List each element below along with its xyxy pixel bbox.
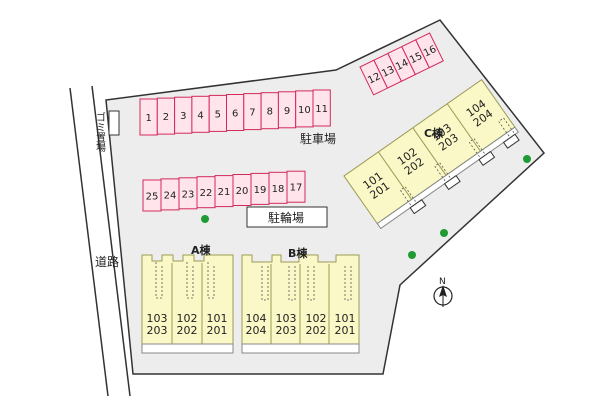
unit-number: 101 <box>335 312 356 325</box>
parking-spot-number: 21 <box>218 187 231 198</box>
building-c-label: C棟 <box>424 126 444 140</box>
parking-spot-number: 8 <box>267 107 273 118</box>
stair-outline <box>434 162 451 182</box>
north-arrow-icon: N <box>433 277 453 307</box>
parking-spot-number: 4 <box>197 110 203 121</box>
parking-spot-number: 3 <box>180 111 186 122</box>
parking-spot-number: 20 <box>236 186 249 197</box>
parking-spot-number: 19 <box>254 185 267 196</box>
garbage-label: ゴミ置場 <box>94 111 106 153</box>
stair-outline <box>344 266 352 301</box>
stair-outline <box>155 262 163 299</box>
parking-spot-number: 11 <box>315 104 328 115</box>
bicycle-parking-label: 駐輪場 <box>268 210 304 225</box>
parking-spot-number: 12 <box>366 71 382 86</box>
unit-number: 203 <box>276 324 297 337</box>
building-c-divider <box>377 151 413 200</box>
stair-outline <box>261 266 269 301</box>
building-c-entrance <box>478 150 496 167</box>
parking-spot-number: 5 <box>215 109 221 120</box>
building-c-entrance <box>502 133 520 149</box>
stair-outline <box>307 266 315 301</box>
parking-spot-number: 1 <box>145 113 151 124</box>
stair-outline <box>468 138 485 158</box>
parking-spot-number: 25 <box>146 192 159 203</box>
parking-spot-number: 22 <box>200 188 213 199</box>
stair-outline <box>498 117 515 137</box>
parking-spot <box>286 170 306 203</box>
unit-number: 203 <box>147 324 168 337</box>
unit-number: 103 <box>276 312 297 325</box>
parking-spot-number: 16 <box>422 44 438 59</box>
parking-spot-number: 24 <box>164 190 177 201</box>
svg-text:ゴミ置場: ゴミ置場 <box>94 111 106 153</box>
unit-number: 202 <box>306 324 327 337</box>
road-line-right <box>91 85 131 397</box>
stair-outline <box>186 262 194 299</box>
unit-number: 104 <box>246 312 267 325</box>
parking-spot-number: 9 <box>284 106 290 117</box>
parking-spot-number: 18 <box>272 184 285 195</box>
parking-spot-number: 14 <box>394 58 410 73</box>
parking-spot-number: 6 <box>232 109 238 120</box>
building-a-outline <box>141 254 234 345</box>
building-b-base <box>241 343 360 354</box>
north-label: N <box>439 277 446 287</box>
unit-number: 102 <box>306 312 327 325</box>
stair-outline <box>399 186 416 206</box>
unit-number: 201 <box>207 324 228 337</box>
road-label: 道路 <box>95 254 119 269</box>
parking-spot <box>415 32 444 69</box>
parking-spot-number: 13 <box>380 64 396 79</box>
building-b-label: B棟 <box>288 246 308 260</box>
bicycle-parking-box <box>246 206 328 228</box>
parking-spot-number: 23 <box>182 189 195 200</box>
parking-label: 駐車場 <box>300 131 336 146</box>
tree <box>440 229 448 237</box>
unit-number: 201 <box>335 324 356 337</box>
parking-spot-number: 15 <box>408 51 424 66</box>
parking-row-lower: 25 24 23 22 21 20 19 18 17 <box>142 170 306 212</box>
building-c-entrance <box>443 174 461 191</box>
building-c-divider <box>446 103 481 152</box>
building-a-label: A棟 <box>191 243 212 257</box>
parking-spot-number: 7 <box>249 108 255 119</box>
unit-number: 202 <box>177 324 198 337</box>
unit-number: 102 <box>177 312 198 325</box>
unit-number: 204 <box>246 324 267 337</box>
road-line-left <box>69 87 109 397</box>
unit-number: 103 <box>147 312 168 325</box>
unit-number: 101 <box>207 312 228 325</box>
tree <box>408 251 416 259</box>
building-c-entrance <box>409 199 427 215</box>
stair-outline <box>288 266 296 301</box>
building-a-base <box>141 343 234 354</box>
parking-spot-number: 10 <box>298 105 311 116</box>
building-c-divider <box>412 127 447 176</box>
stair-outline <box>207 262 215 299</box>
garbage-area <box>108 110 120 136</box>
parking-spot-number: 17 <box>290 183 303 194</box>
tree <box>523 155 531 163</box>
parking-spot <box>312 89 331 127</box>
tree <box>201 215 209 223</box>
parking-spot-number: 2 <box>163 112 169 123</box>
